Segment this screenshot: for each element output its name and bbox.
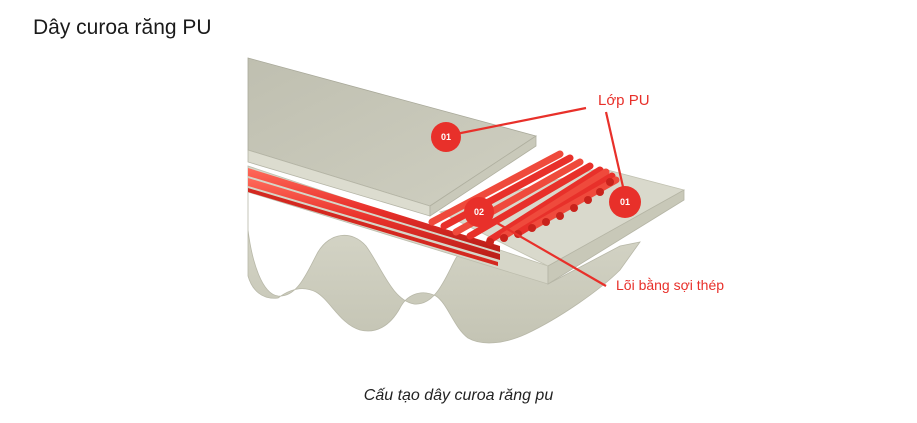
belt-upper-end-face — [429, 135, 537, 217]
steel-cord-side — [248, 178, 500, 260]
marker-circle-core — [464, 197, 494, 227]
marker-circle-bottom-layer — [609, 186, 641, 218]
marker-circle-top-layer — [431, 122, 461, 152]
figure-caption: Cấu tạo dây curoa răng pu — [363, 387, 554, 404]
marker-number-core: 02 — [474, 207, 484, 217]
steel-cord-side — [248, 188, 498, 266]
page-title: Dây curoa răng PU — [33, 16, 212, 39]
label-pu-layer: Lớp PU — [598, 92, 650, 109]
leader-lines — [445, 106, 628, 287]
belt-lower-end-face — [547, 189, 685, 285]
marker-number-bottom-layer: 01 — [620, 197, 630, 207]
belt-tooth-body — [247, 192, 641, 344]
marker-number-top-layer: 01 — [441, 132, 451, 142]
steel-cord-ends — [486, 178, 614, 246]
steel-cord-side — [248, 168, 500, 252]
label-steel-core: Lõi bằng sợi thép — [616, 277, 724, 293]
